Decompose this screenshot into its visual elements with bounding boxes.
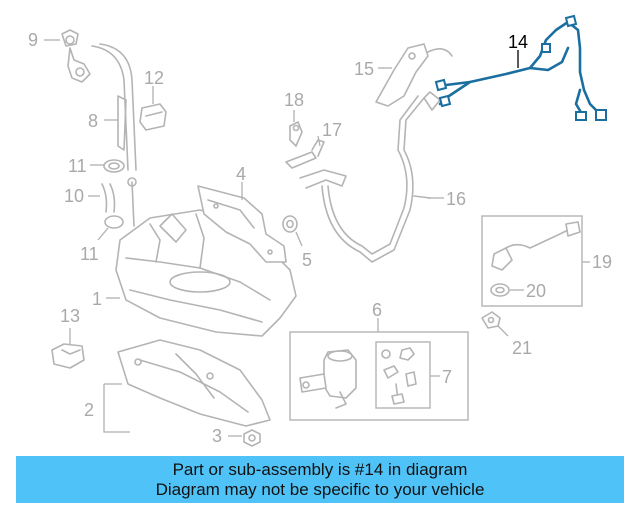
part-5-washer — [282, 215, 298, 233]
banner-line-2: Diagram may not be specific to your vehi… — [155, 480, 485, 499]
part-9-valve — [61, 29, 91, 83]
callout-3: 3 — [212, 426, 222, 446]
part-11-clamp-lower — [104, 215, 124, 229]
callout-5: 5 — [302, 250, 312, 270]
part-10-hose — [101, 183, 116, 213]
part-18-clip — [289, 121, 303, 147]
part-4-heat-shield — [197, 185, 287, 263]
callout-15: 15 — [354, 59, 374, 79]
callout-11-lower: 11 — [80, 244, 99, 264]
callout-18: 18 — [284, 90, 304, 110]
part-12-bracket — [139, 103, 167, 131]
callout-13: 13 — [60, 306, 80, 326]
leader-21 — [497, 325, 509, 337]
callout-10: 10 — [64, 186, 84, 206]
leader-2 — [103, 384, 130, 433]
callout-11-upper: 11 — [68, 156, 87, 176]
callout-17: 17 — [322, 120, 342, 140]
part-7-fasteners — [381, 347, 417, 405]
callout-21: 21 — [512, 338, 532, 358]
part-13-bracket — [51, 343, 85, 369]
part-17-bracket — [285, 139, 325, 169]
callout-12: 12 — [144, 68, 164, 88]
part-15-bracket — [375, 43, 453, 107]
part-19-group-box — [481, 215, 583, 307]
callout-4: 4 — [236, 164, 246, 184]
part-16-fuel-lines — [299, 91, 441, 263]
leader-17 — [317, 135, 321, 147]
callout-9: 9 — [28, 30, 38, 50]
part-6-group-box — [289, 331, 469, 421]
callout-20: 20 — [526, 281, 546, 301]
part-19-sensor — [491, 221, 581, 271]
part-7-group-box — [375, 341, 431, 409]
part-20-gasket — [490, 283, 510, 297]
part-8-filler-tube — [91, 43, 137, 171]
leader-5 — [295, 231, 303, 247]
callout-1: 1 — [92, 289, 102, 309]
part-11-clamp-upper — [103, 159, 125, 173]
callout-2: 2 — [84, 400, 94, 420]
callout-8: 8 — [88, 111, 98, 131]
part-14-wiring-harness — [434, 14, 607, 121]
callout-16: 16 — [446, 189, 466, 209]
callout-7: 7 — [442, 367, 452, 387]
callout-14: 14 — [508, 32, 528, 52]
leader-11-lower — [97, 227, 109, 241]
part-6-pump-assembly — [299, 349, 357, 409]
banner-line-1: Part or sub-assembly is #14 in diagram — [172, 460, 468, 479]
callout-6: 6 — [372, 300, 382, 320]
info-banner: Part or sub-assembly is #14 in diagram D… — [16, 456, 624, 503]
callout-19: 19 — [592, 252, 612, 272]
part-3-nut — [243, 429, 261, 447]
parts-diagram: 9 8 12 11 10 11 — [28, 14, 612, 447]
part-2-skid-plate — [117, 339, 271, 427]
part-21-nut — [481, 311, 501, 329]
